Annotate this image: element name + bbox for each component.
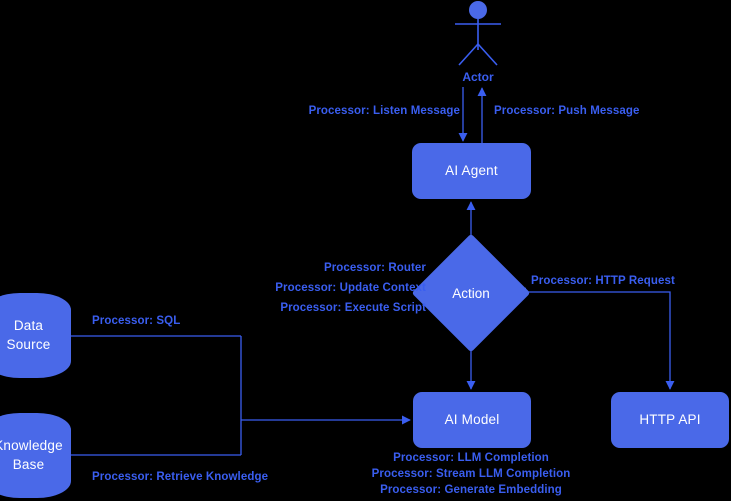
node-action-label: Action xyxy=(452,285,490,301)
node-knowledge-base-label-line1: Knowledge xyxy=(0,438,63,454)
node-ai-agent[interactable]: AI Agent xyxy=(412,143,531,199)
actor-label: Actor xyxy=(462,70,494,84)
edge-label-push-message: Processor: Push Message xyxy=(494,105,640,117)
edge-label-retrieve-knowledge: Processor: Retrieve Knowledge xyxy=(92,471,269,483)
node-data-source-label-line2: Source xyxy=(6,336,51,352)
node-ai-model-label: AI Model xyxy=(444,411,500,427)
node-action[interactable]: Action xyxy=(411,233,531,353)
edge-label-generate-embedding: Processor: Generate Embedding xyxy=(380,484,562,496)
edge-label-sql: Processor: SQL xyxy=(92,315,181,327)
edge-label-http-request: Processor: HTTP Request xyxy=(531,275,675,287)
edge-label-update-context: Processor: Update Context xyxy=(275,282,426,294)
node-http-api-label: HTTP API xyxy=(639,411,701,427)
node-knowledge-base-label-line2: Base xyxy=(12,456,45,472)
node-data-source[interactable]: Data Source xyxy=(0,293,71,378)
node-ai-model[interactable]: AI Model xyxy=(413,392,531,448)
edge-label-router: Processor: Router xyxy=(323,262,426,274)
node-ai-agent-label: AI Agent xyxy=(445,162,498,178)
node-knowledge-base[interactable]: Knowledge Base xyxy=(0,413,71,498)
edge-httpapi-to-action xyxy=(517,287,675,390)
actor-figure xyxy=(455,1,501,66)
edge-label-execute-script: Processor: Execute Script xyxy=(280,302,426,314)
edge-label-stream-llm-completion: Processor: Stream LLM Completion xyxy=(371,468,571,480)
edge-label-llm-completion: Processor: LLM Completion xyxy=(393,452,549,464)
node-data-source-label-line1: Data xyxy=(13,318,44,334)
edge-label-listen-message: Processor: Listen Message xyxy=(308,105,460,117)
node-http-api[interactable]: HTTP API xyxy=(611,392,729,448)
